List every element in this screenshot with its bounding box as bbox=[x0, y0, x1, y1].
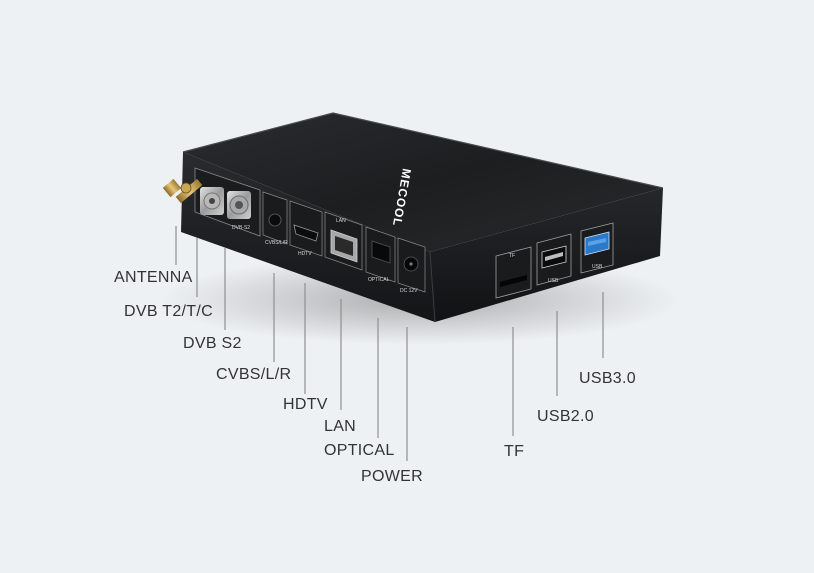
antenna-connector bbox=[162, 178, 203, 204]
tf-slot-label: TF bbox=[509, 253, 515, 259]
dvb-s2-f-connector bbox=[227, 191, 251, 219]
box-top-edge bbox=[182, 112, 664, 189]
dvb-s2-port-label: DVB-S2 bbox=[232, 225, 250, 231]
callout-hdtv: HDTV bbox=[283, 396, 328, 413]
hdmi-port: HDTV bbox=[289, 200, 323, 257]
leader-lines bbox=[175, 226, 604, 461]
optical-port: OPTICAL bbox=[365, 226, 396, 283]
callout-power: POWER bbox=[361, 468, 423, 485]
callout-antenna: ANTENNA bbox=[114, 269, 193, 286]
cvbs-port-label: CVBS/L/R bbox=[265, 240, 288, 246]
power-port-label: DC 12V bbox=[400, 288, 418, 294]
callout-tf: TF bbox=[504, 443, 525, 460]
usb2-port: USB bbox=[536, 233, 572, 286]
lan-port: LAN bbox=[324, 211, 363, 271]
box-top-surface bbox=[183, 113, 663, 252]
callout-usb2: USB2.0 bbox=[537, 408, 594, 425]
dvb-t2-coax-connector bbox=[200, 187, 224, 215]
callout-optical: OPTICAL bbox=[324, 442, 395, 459]
callout-usb3: USB3.0 bbox=[579, 370, 636, 387]
callout-cvbs: CVBS/L/R bbox=[216, 366, 292, 383]
optical-port-label: OPTICAL bbox=[368, 277, 390, 283]
power-port: DC 12V bbox=[397, 237, 426, 294]
callout-dvb-t2: DVB T2/T/C bbox=[124, 303, 213, 320]
cvbs-port: CVBS/L/R bbox=[262, 191, 288, 246]
usb3-port-label: USB bbox=[592, 264, 603, 270]
usb2-port-label: USB bbox=[548, 278, 559, 284]
lan-port-label: LAN bbox=[336, 218, 346, 224]
callout-dvb-s2: DVB S2 bbox=[183, 335, 242, 352]
callout-lan: LAN bbox=[324, 418, 357, 435]
tf-slot: TF bbox=[495, 246, 532, 299]
usb3-port: USB bbox=[580, 222, 614, 274]
hdmi-port-label: HDTV bbox=[298, 251, 312, 257]
box-corner-edge bbox=[429, 251, 436, 323]
